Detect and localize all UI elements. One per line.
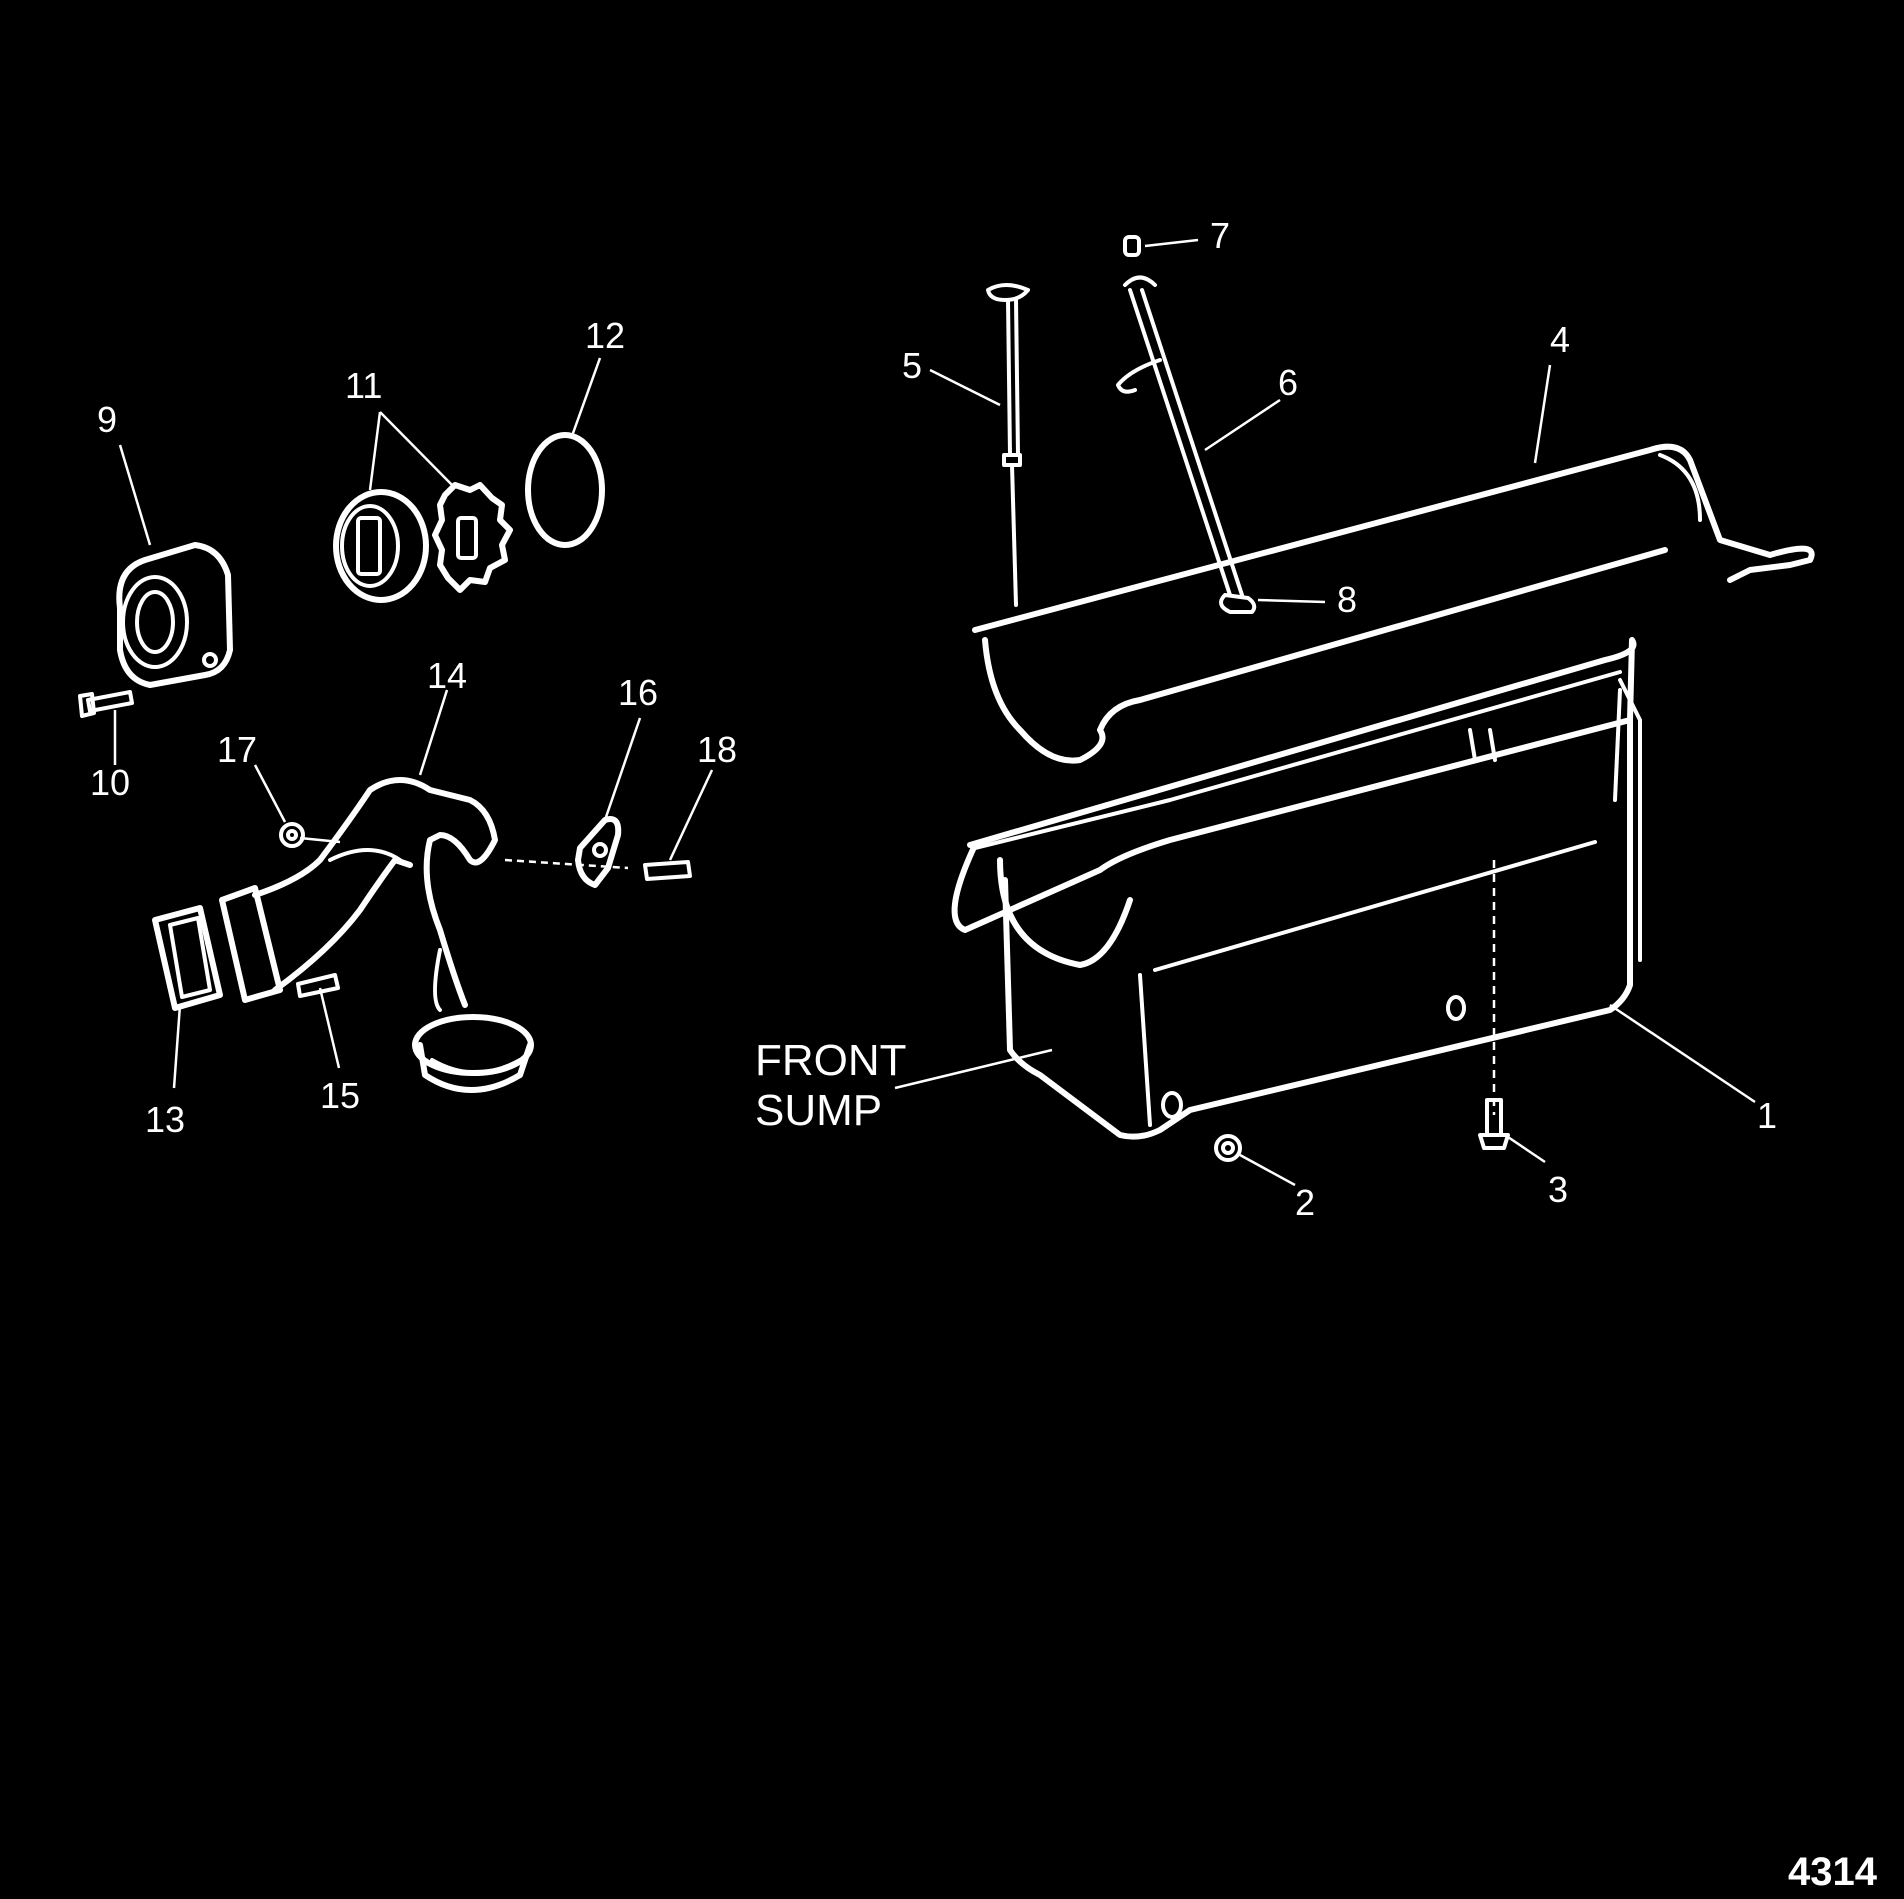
bracket-bolt (643, 860, 692, 881)
bracket-nut (279, 822, 305, 848)
callout-15: 15 (320, 1075, 360, 1116)
figure-number: 4314 (1788, 1850, 1878, 1894)
callout-10: 10 (90, 762, 130, 803)
pan-bolt (1478, 1098, 1510, 1150)
oil-pan (951, 637, 1642, 1140)
callout-14: 14 (427, 655, 467, 696)
callout-4: 4 (1550, 319, 1570, 360)
callout-5: 5 (902, 345, 922, 386)
callout-7: 7 (1210, 215, 1230, 256)
callout-17: 17 (217, 729, 257, 770)
o-ring (525, 432, 605, 548)
pump-gears (333, 482, 513, 603)
pump-bolt (78, 690, 134, 718)
nut (1214, 1134, 1242, 1162)
callout-6: 6 (1278, 362, 1298, 403)
callout-leaders (113, 238, 1756, 1187)
tube-fitting (1219, 593, 1257, 614)
callout-2: 2 (1295, 1182, 1315, 1223)
pickup-bracket (504, 816, 629, 888)
front-label-line1: FRONT (755, 1036, 907, 1085)
callout-numbers: 1 2 3 4 5 6 7 8 9 10 11 12 13 14 15 16 1… (90, 215, 1777, 1223)
dipstick (986, 283, 1030, 607)
callout-1: 1 (1757, 1095, 1777, 1136)
callout-8: 8 (1337, 579, 1357, 620)
callout-3: 3 (1548, 1169, 1568, 1210)
oil-pan-gasket (972, 443, 1815, 764)
dipstick-tube (1116, 275, 1244, 597)
tube-cap (1123, 235, 1141, 257)
front-sump-label: FRONT SUMP (755, 1036, 907, 1135)
oil-pickup-tube (219, 777, 534, 1093)
callout-18: 18 (697, 729, 737, 770)
callout-12: 12 (585, 315, 625, 356)
oil-pump (116, 542, 233, 688)
front-label-line2: SUMP (755, 1086, 882, 1135)
callout-11: 11 (345, 365, 382, 406)
pickup-bolt (296, 973, 340, 998)
pickup-gasket (152, 905, 223, 1011)
callout-16: 16 (618, 672, 658, 713)
callout-13: 13 (145, 1099, 185, 1140)
callout-9: 9 (97, 399, 117, 440)
